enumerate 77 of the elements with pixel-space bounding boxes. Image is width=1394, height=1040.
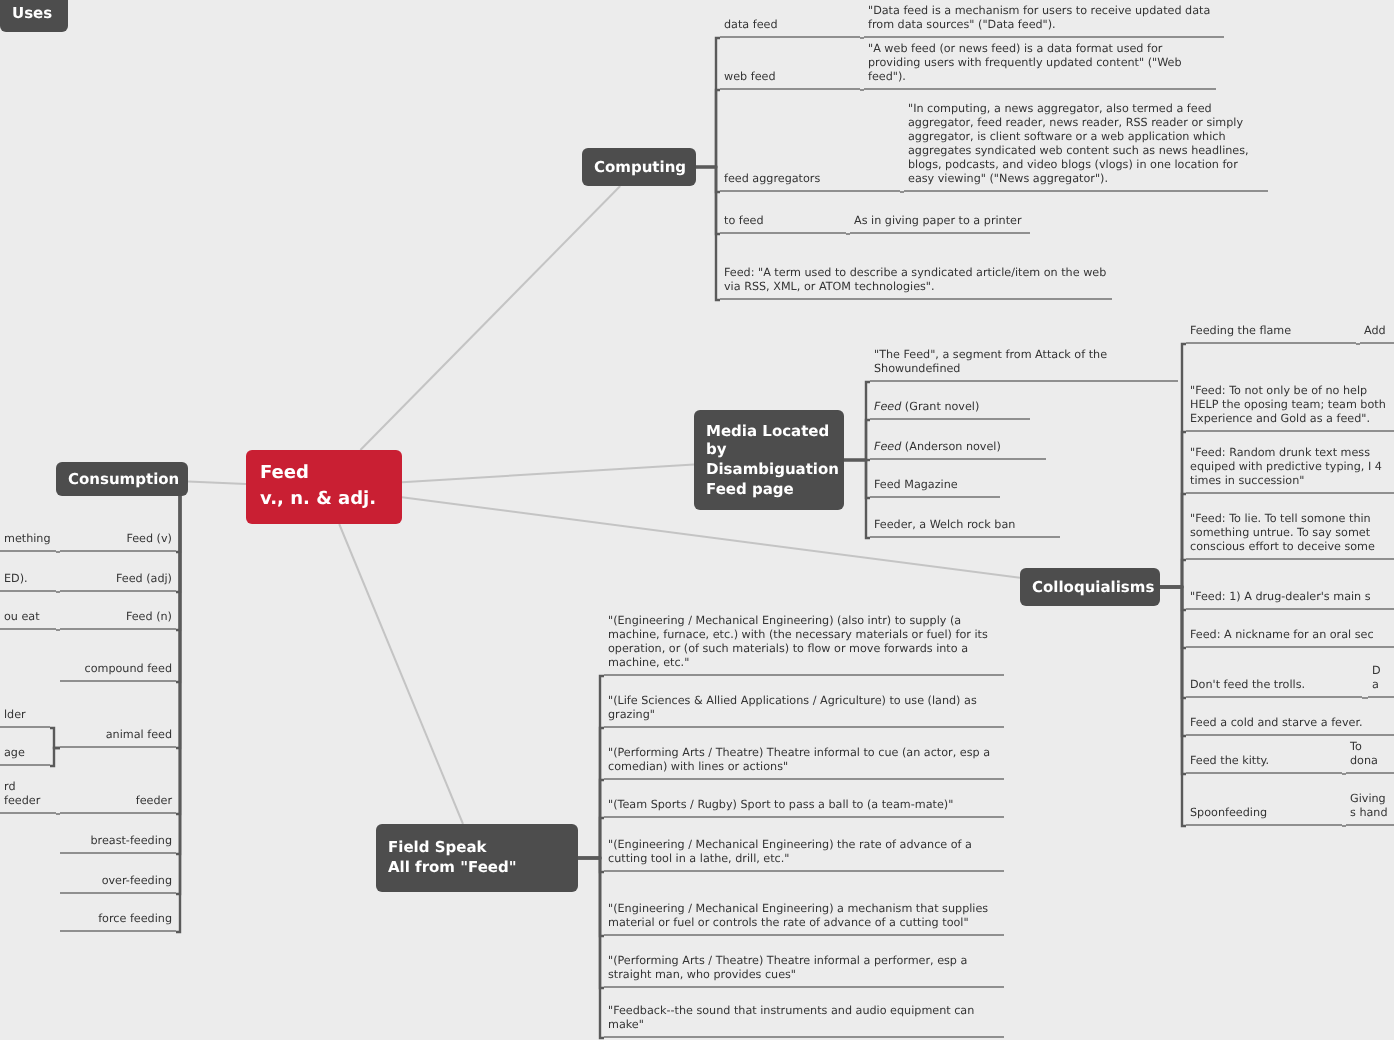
underlined-branch — [864, 44, 1216, 90]
underlined-branch — [1186, 592, 1394, 610]
underlined-branch — [1186, 756, 1342, 774]
topic-label: v., n. & adj. — [260, 487, 379, 513]
underlined-branch — [1186, 718, 1394, 736]
underlined-branch — [60, 730, 176, 748]
underlined-branch — [604, 1006, 1004, 1038]
underlined-branch — [1186, 514, 1394, 560]
underlined-branch — [0, 534, 56, 552]
topic-box — [376, 824, 578, 892]
branch-line — [50, 726, 60, 750]
underlined-branch — [0, 782, 56, 814]
central-topic-box — [246, 450, 402, 524]
branch-line — [55, 813, 61, 815]
underlined-branch — [604, 840, 1004, 872]
connector-line — [187, 480, 247, 485]
branch-line — [696, 165, 720, 302]
topic-label: Feed — [260, 461, 311, 487]
underlined-branch — [1368, 666, 1394, 698]
branch-line — [1341, 825, 1347, 827]
branch-line — [859, 89, 865, 91]
underlined-branch — [1360, 326, 1394, 344]
underlined-branch — [0, 574, 56, 592]
underlined-branch — [0, 748, 50, 766]
underlined-branch — [60, 664, 176, 682]
underlined-branch — [604, 904, 1004, 936]
branch-line — [578, 856, 604, 1040]
underlined-branch — [720, 216, 846, 234]
branch-line — [1160, 585, 1186, 828]
underlined-branch — [864, 6, 1224, 38]
underlined-branch — [60, 876, 176, 894]
underlined-branch — [870, 350, 1178, 382]
underlined-branch — [850, 216, 1030, 234]
underlined-branch — [1186, 808, 1342, 826]
branch-line — [845, 233, 851, 235]
underlined-branch — [0, 710, 50, 728]
topic-box — [0, 0, 68, 32]
connector-line — [401, 463, 695, 484]
underlined-branch — [0, 612, 56, 630]
underlined-branch — [720, 20, 860, 38]
underlined-branch — [1186, 326, 1356, 344]
topic-box — [56, 462, 188, 496]
underlined-branch — [604, 800, 1004, 818]
underlined-branch — [1346, 742, 1394, 774]
branch-line — [899, 191, 905, 193]
underlined-branch — [870, 480, 1000, 498]
branch-line — [1341, 773, 1347, 775]
topic-box — [582, 148, 696, 186]
underlined-branch — [1186, 680, 1362, 698]
branch-line — [55, 629, 61, 631]
branch-line — [55, 551, 61, 553]
underlined-branch — [60, 796, 176, 814]
branch-line — [844, 458, 870, 540]
topic-box — [694, 410, 844, 510]
underlined-branch — [604, 956, 1004, 988]
underlined-branch — [870, 402, 1030, 420]
underlined-branch — [720, 174, 900, 192]
branch-line — [859, 37, 865, 39]
underlined-branch — [60, 914, 176, 932]
connector-line — [401, 496, 1021, 579]
branch-line — [55, 591, 61, 593]
underlined-branch — [60, 836, 176, 854]
connector-line — [338, 523, 464, 825]
underlined-branch — [60, 534, 176, 552]
underlined-branch — [1186, 630, 1394, 648]
branch-line — [1355, 343, 1361, 345]
underlined-branch — [60, 612, 176, 630]
branch-line — [50, 746, 60, 768]
topic-box — [1020, 568, 1160, 606]
underlined-branch — [60, 574, 176, 592]
underlined-branch — [870, 442, 1046, 460]
connector-line — [359, 185, 622, 451]
underlined-branch — [720, 72, 860, 90]
underlined-branch — [604, 748, 1004, 780]
underlined-branch — [870, 520, 1060, 538]
underlined-branch — [604, 696, 1004, 728]
branch-line — [1361, 697, 1369, 699]
